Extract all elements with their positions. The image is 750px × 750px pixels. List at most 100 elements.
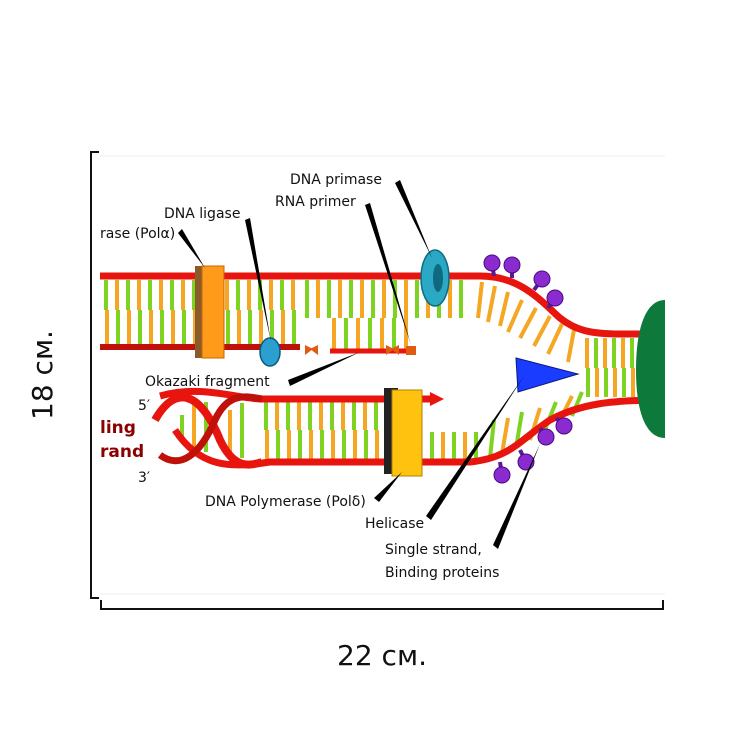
ssb-protein <box>555 417 573 435</box>
base-pair <box>364 430 368 459</box>
base-pair <box>430 432 434 459</box>
rna-primer-marker <box>386 345 394 355</box>
ssb-protein <box>503 256 521 274</box>
base-pair <box>375 430 379 459</box>
base-pair <box>138 310 142 344</box>
base-pair <box>352 402 356 430</box>
base-pair <box>604 368 608 397</box>
base-pair <box>275 402 279 430</box>
base-pair <box>276 430 280 459</box>
base-pair <box>298 430 302 459</box>
base-pair <box>349 280 353 318</box>
base-pair <box>280 280 284 310</box>
base-pair <box>331 430 335 459</box>
leader-pol-alpha <box>178 229 205 268</box>
base-pair <box>148 280 152 310</box>
base-pair <box>585 338 589 368</box>
label-ssb-line2: Binding proteins <box>385 565 499 581</box>
base-pair <box>320 430 324 459</box>
base-pair <box>228 410 232 455</box>
height-bracket <box>90 151 99 599</box>
base-pair <box>631 368 635 397</box>
base-pair <box>363 402 367 430</box>
base-pair <box>382 280 386 318</box>
base-pair <box>463 432 467 459</box>
base-pair <box>226 310 230 344</box>
label-okazaki: Okazaki fragment <box>145 374 270 390</box>
fork-base <box>488 419 496 459</box>
fork-base <box>500 417 510 455</box>
base-pair <box>330 402 334 430</box>
base-pair <box>160 310 164 344</box>
base-pair <box>265 430 269 459</box>
base-pair <box>236 280 240 310</box>
ssb-protein <box>483 254 501 272</box>
label-helicase: Helicase <box>365 516 424 532</box>
base-pair <box>182 310 186 344</box>
base-pair <box>621 338 625 368</box>
base-pair <box>360 280 364 318</box>
base-pair <box>105 310 109 344</box>
label-rna-primer: RNA primer <box>275 194 356 210</box>
base-pair <box>170 280 174 310</box>
base-pair <box>126 280 130 310</box>
base-pair <box>441 432 445 459</box>
rna-primer-marker <box>310 345 318 355</box>
pol-alpha-block <box>201 265 225 359</box>
base-pair <box>630 338 634 368</box>
width-label: 22 см. <box>337 639 427 672</box>
base-pair <box>287 430 291 459</box>
bottom-strand-base-pairs <box>180 402 478 459</box>
fork-base <box>486 285 497 323</box>
width-bracket <box>100 600 664 610</box>
leader-primase <box>395 180 432 258</box>
base-pair <box>180 415 184 440</box>
dna-primase-hole <box>433 264 443 292</box>
base-pair <box>127 310 131 344</box>
lower-template-arrow <box>430 392 444 406</box>
base-pair <box>248 310 252 344</box>
base-pair <box>459 280 463 318</box>
base-pair <box>204 402 208 452</box>
base-pair <box>404 280 408 318</box>
base-pair <box>159 280 163 310</box>
base-pair <box>380 318 384 349</box>
base-pair <box>247 280 251 310</box>
fork-base <box>532 315 552 347</box>
base-pair <box>371 280 375 318</box>
base-pair <box>240 403 244 458</box>
base-pair <box>225 280 229 310</box>
base-pair <box>612 338 616 368</box>
base-pair <box>404 318 408 349</box>
fork-base <box>476 281 484 319</box>
leader-ssb <box>493 444 540 549</box>
base-pair <box>258 280 262 310</box>
base-pair <box>292 310 296 344</box>
base-pair <box>181 280 185 310</box>
base-pair <box>338 280 342 318</box>
topoisomerase-protein <box>636 300 665 438</box>
label-pol-alpha: rase (Polα) <box>100 226 175 242</box>
leading-template-backbone <box>100 272 665 338</box>
base-pair <box>308 402 312 430</box>
base-pair <box>259 310 263 344</box>
dna-ligase-protein <box>259 337 281 367</box>
rna-primer-marker <box>305 345 313 355</box>
pol-delta-block <box>391 389 423 477</box>
base-pair <box>115 280 119 310</box>
label-ssb-line1: Single strand, <box>385 542 482 558</box>
base-pair <box>332 318 336 349</box>
base-pair <box>342 430 346 459</box>
base-pair <box>622 368 626 397</box>
ssb-protein <box>493 466 511 484</box>
label-strand-line1: ling <box>100 418 136 438</box>
ssb-protein <box>517 453 535 471</box>
leader-rna-primer <box>365 203 411 345</box>
base-pair <box>613 368 617 397</box>
base-pair <box>374 402 378 430</box>
base-pair <box>344 318 348 349</box>
base-pair <box>116 310 120 344</box>
base-pair <box>392 318 396 349</box>
label-three-prime: 3′ <box>138 470 150 486</box>
lower-strand-backbone <box>172 396 666 469</box>
